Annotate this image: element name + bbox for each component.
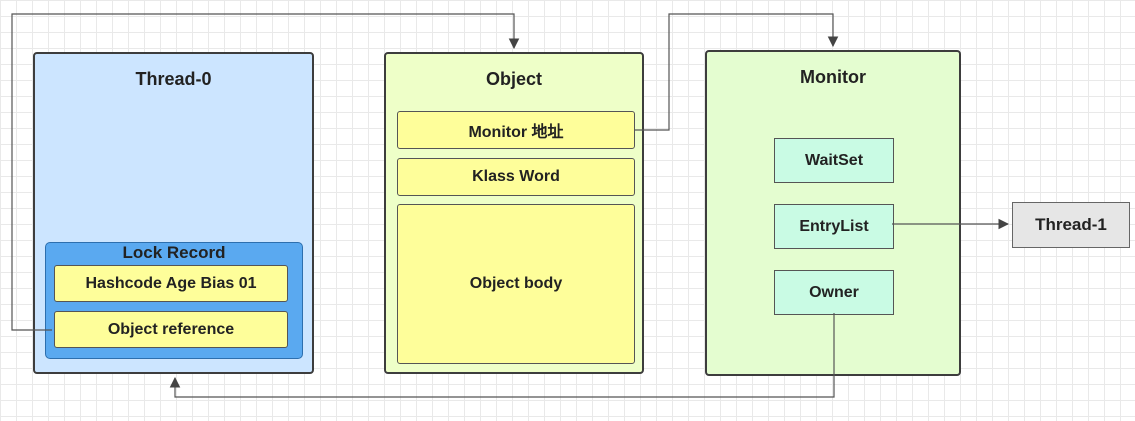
owner-arrow bbox=[169, 313, 835, 398]
monitor-address-cell: Monitor 地址 bbox=[397, 111, 635, 149]
entry-list-cell: EntryList bbox=[774, 204, 894, 249]
hashcode-age-bias-cell: Hashcode Age Bias 01 bbox=[54, 265, 288, 302]
object-title: Object bbox=[485, 69, 542, 89]
klass-word-cell: Klass Word bbox=[397, 158, 635, 196]
object-panel: Object Monitor 地址 Klass Word Object body bbox=[384, 52, 644, 374]
thread0-panel: Thread-0 Lock Record Hashcode Age Bias 0… bbox=[33, 52, 314, 374]
object-reference-cell: Object reference bbox=[54, 311, 288, 348]
monitor-title: Monitor bbox=[800, 67, 866, 87]
thread0-title: Thread-0 bbox=[135, 69, 212, 89]
monitor-panel: Monitor WaitSet EntryList Owner bbox=[705, 50, 961, 376]
owner-cell: Owner bbox=[774, 270, 894, 315]
lock-record: Lock Record Hashcode Age Bias 01 Object … bbox=[45, 242, 303, 359]
object-reference-arrow bbox=[11, 13, 520, 331]
object-body-cell: Object body bbox=[397, 204, 635, 364]
thread1-box: Thread-1 bbox=[1012, 202, 1130, 248]
wait-set-cell: WaitSet bbox=[774, 138, 894, 183]
lock-record-title: Lock Record bbox=[122, 243, 226, 262]
monitor-address-arrow bbox=[634, 13, 839, 131]
